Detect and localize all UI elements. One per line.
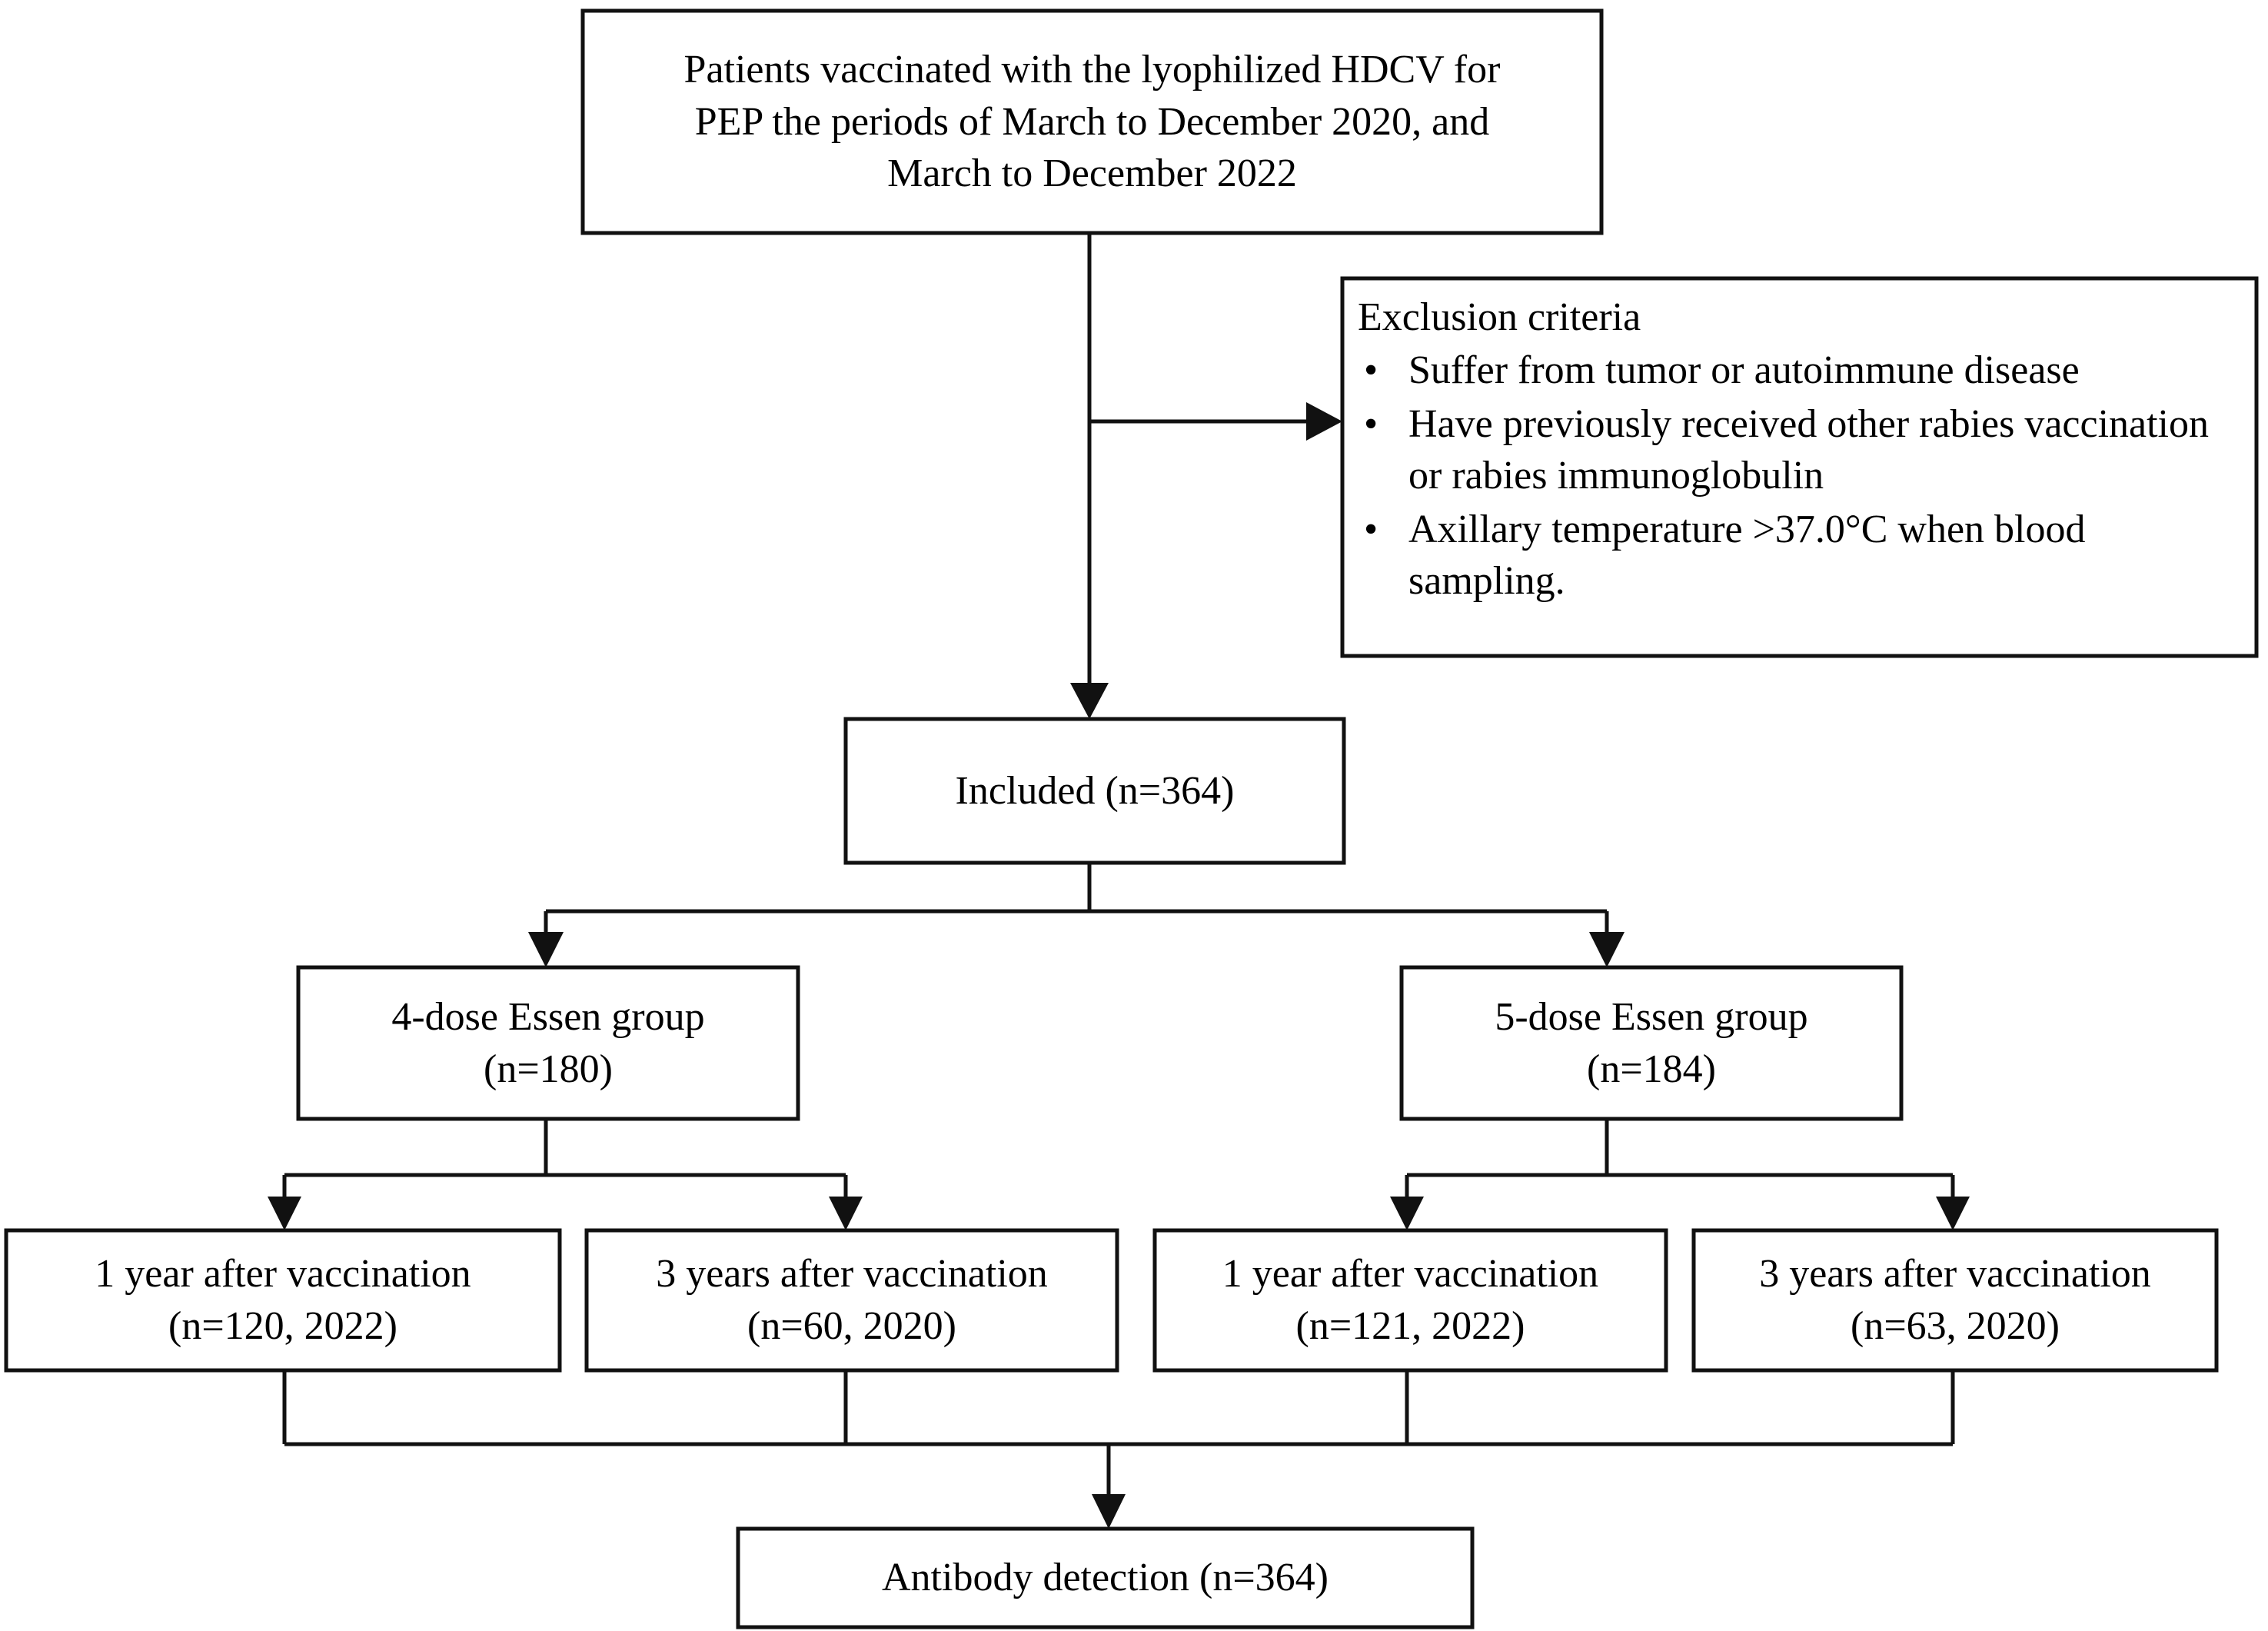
arrowhead-leaf-2: [829, 1197, 863, 1230]
box-leaf-3: [1152, 1228, 1668, 1373]
box-leaf-2: [584, 1228, 1119, 1373]
exclusion-item-2: • Have previously received other rabies …: [1358, 399, 2246, 501]
bullet-icon: •: [1364, 402, 1378, 447]
box-antibody-detection: [736, 1526, 1475, 1629]
arrowhead-outcome: [1092, 1494, 1126, 1529]
exclusion-item-3: • Axillary temperature >37.0°C when bloo…: [1358, 504, 2246, 607]
exclusion-criteria-heading: Exclusion criteria: [1358, 295, 1641, 339]
bullet-icon: •: [1364, 348, 1378, 392]
arrowhead-leaf-1: [268, 1197, 301, 1230]
exclusion-item-3-label: Axillary temperature >37.0°C when blood …: [1408, 508, 2086, 603]
bullet-icon: •: [1364, 508, 1378, 552]
arrowhead-leaf-4: [1936, 1197, 1970, 1230]
arrowhead-four-dose: [528, 932, 564, 967]
arrowhead-included: [1070, 683, 1109, 719]
arrowhead-leaf-3: [1390, 1197, 1424, 1230]
exclusion-item-1-label: Suffer from tumor or autoimmune disease: [1408, 348, 2080, 392]
arrowhead-exclusion: [1306, 402, 1342, 441]
exclusion-item-1: • Suffer from tumor or autoimmune diseas…: [1358, 345, 2246, 397]
box-leaf-1: [4, 1228, 562, 1373]
box-included: [843, 717, 1346, 865]
exclusion-item-2-label: Have previously received other rabies va…: [1408, 402, 2209, 498]
box-leaf-4: [1691, 1228, 2219, 1373]
box-exclusion-criteria: [1340, 276, 2259, 658]
exclusion-criteria-list: • Suffer from tumor or autoimmune diseas…: [1358, 345, 2246, 607]
box-five-dose-group: [1399, 965, 1904, 1121]
box-source-population: [580, 8, 1604, 235]
exclusion-criteria-content: Exclusion criteria • Suffer from tumor o…: [1358, 292, 2246, 646]
arrowhead-five-dose: [1589, 932, 1625, 967]
box-four-dose-group: [296, 965, 800, 1121]
